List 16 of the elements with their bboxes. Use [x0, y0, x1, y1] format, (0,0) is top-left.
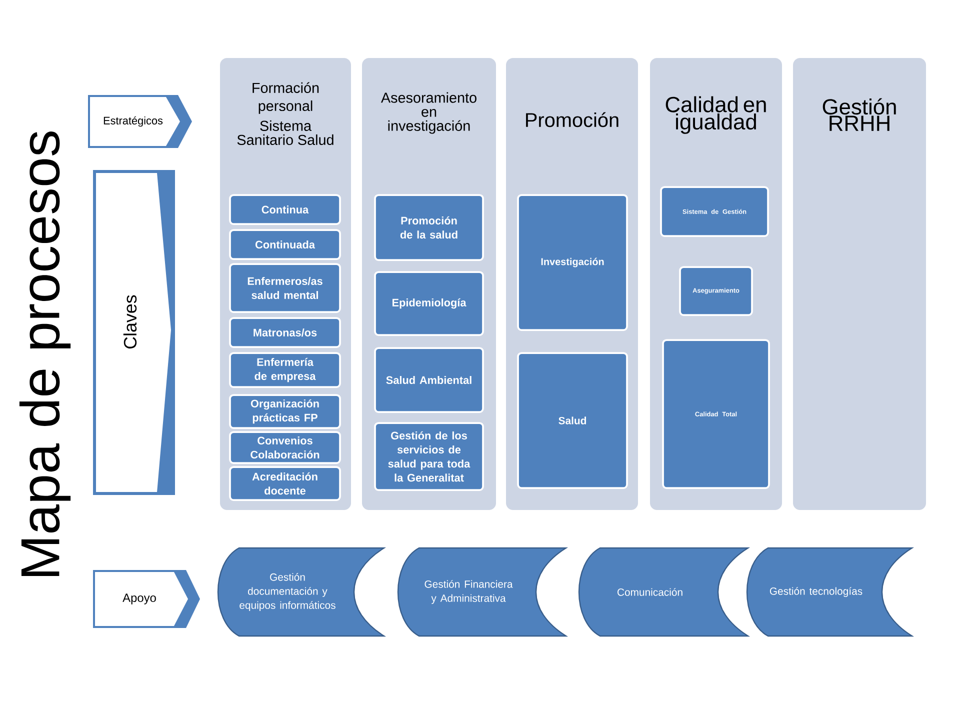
- process-box: Epidemiología: [374, 271, 484, 336]
- process-box: Matronas/os: [229, 317, 341, 348]
- process-column: Gestión RRHH: [793, 58, 926, 510]
- process-box: Investigación: [517, 194, 628, 331]
- process-box: Gestión de los servicios de salud para toda la Generalitat: [374, 422, 484, 491]
- process-box: Enfermeros/as salud mental: [229, 263, 341, 313]
- process-box: Salud Ambiental: [374, 347, 484, 413]
- process-box: Acreditación docente: [229, 466, 341, 501]
- process-box: Organización prácticas FP: [229, 394, 341, 429]
- process-box: Convenios Colaboración: [229, 431, 341, 464]
- process-box: Promoción de la salud: [374, 194, 484, 261]
- title: Mapa de procesos: [19, 132, 71, 576]
- process-box: Continua: [229, 194, 341, 225]
- process-box: Continuada: [229, 229, 341, 260]
- process-box: Salud: [517, 352, 628, 489]
- process-box: Enfermería de empresa: [229, 352, 341, 388]
